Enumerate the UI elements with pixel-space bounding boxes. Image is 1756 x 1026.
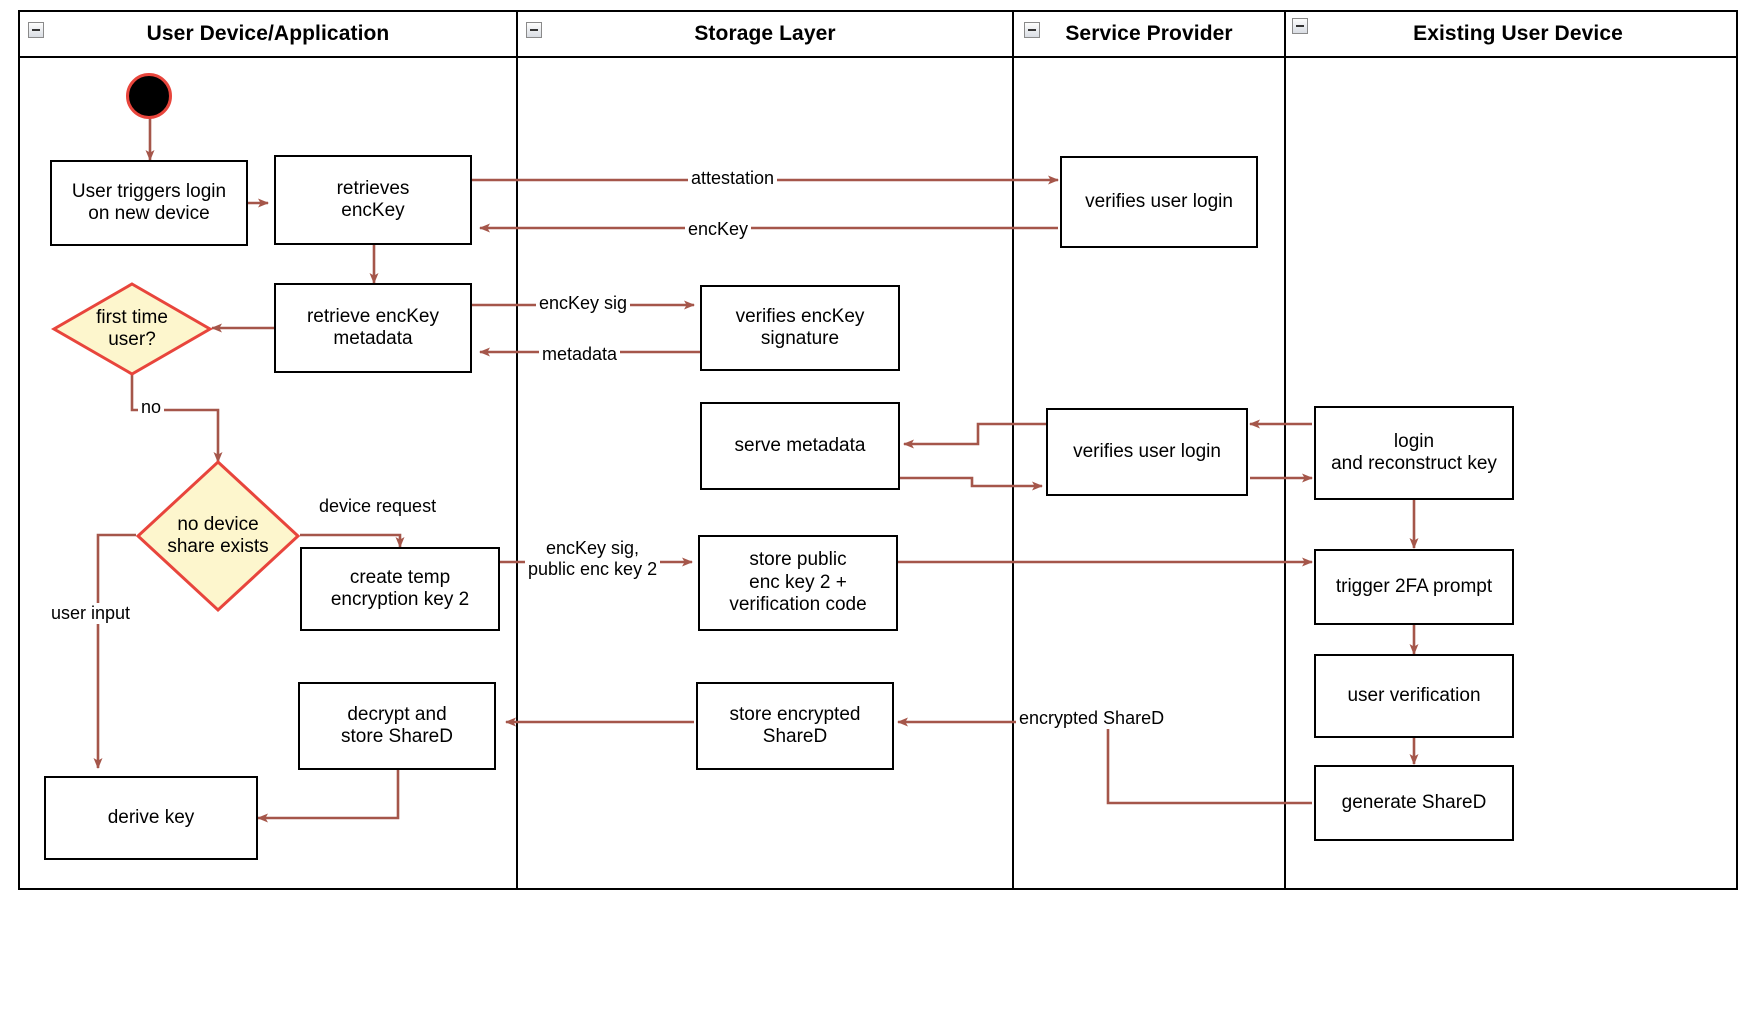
- node-trigger-2fa-prompt[interactable]: trigger 2FA prompt: [1314, 549, 1514, 625]
- lane-title-existing-user-device: Existing User Device: [1413, 22, 1623, 45]
- edge-label-attestation: attestation: [688, 168, 778, 189]
- node-verifies-user-login-1[interactable]: verifies user login: [1060, 156, 1258, 248]
- lane-header-existing-user-device[interactable]: Existing User Device: [1286, 12, 1736, 56]
- diamond-shape: [135, 459, 301, 613]
- edge-label-encrypted-shared: encrypted ShareD: [1016, 708, 1168, 729]
- node-store-encrypted-shared[interactable]: store encrypted ShareD: [696, 682, 894, 770]
- node-user-triggers-login[interactable]: User triggers login on new device: [50, 160, 248, 246]
- node-derive-key[interactable]: derive key: [44, 776, 258, 860]
- node-user-verification[interactable]: user verification: [1314, 654, 1514, 738]
- lane-title-user-device-application: User Device/Application: [146, 22, 390, 45]
- node-generate-shared[interactable]: generate ShareD: [1314, 765, 1514, 841]
- decision-no-device-share-exists[interactable]: no device share exists: [135, 459, 301, 613]
- edge-label-enckey-sig-public-enc-key-2: encKey sig, public enc key 2: [525, 538, 661, 580]
- collapse-minus-icon[interactable]: [526, 22, 542, 38]
- decision-label-no-device-share-exists: no device share exists: [167, 513, 269, 557]
- collapse-minus-icon[interactable]: [28, 22, 44, 38]
- lane-header-user-device-application[interactable]: User Device/Application: [20, 12, 518, 56]
- node-login-and-reconstruct-key[interactable]: login and reconstruct key: [1314, 406, 1514, 500]
- edge-label-device-request: device request: [319, 496, 437, 516]
- edge-label-metadata: metadata: [539, 344, 621, 365]
- edge-label-no: no: [138, 397, 165, 418]
- node-create-temp-encryption-key-2[interactable]: create temp encryption key 2: [300, 547, 500, 631]
- start-node: [126, 73, 172, 119]
- lane-title-storage-layer: Storage Layer: [694, 22, 836, 45]
- node-verifies-enckey-signature[interactable]: verifies encKey signature: [700, 285, 900, 371]
- edge-label-enckey: encKey: [685, 219, 752, 240]
- lane-header-service-provider[interactable]: Service Provider: [1014, 12, 1286, 56]
- lane-title-service-provider: Service Provider: [1065, 22, 1233, 45]
- node-decrypt-and-store-shared[interactable]: decrypt and store ShareD: [298, 682, 496, 770]
- diamond-shape: [50, 282, 214, 376]
- edge-label-user-input: user input: [48, 603, 134, 624]
- collapse-minus-icon[interactable]: [1024, 22, 1040, 38]
- decision-label-first-time-user: first time user?: [96, 306, 168, 350]
- decision-first-time-user[interactable]: first time user?: [50, 282, 214, 376]
- node-retrieve-enckey-metadata[interactable]: retrieve encKey metadata: [274, 283, 472, 373]
- node-store-public-enc-key-2[interactable]: store public enc key 2 + verification co…: [698, 535, 898, 631]
- node-verifies-user-login-2[interactable]: verifies user login: [1046, 408, 1248, 496]
- lane-header-storage-layer[interactable]: Storage Layer: [518, 12, 1014, 56]
- edge-label-enckey-sig: encKey sig: [536, 293, 631, 314]
- node-serve-metadata[interactable]: serve metadata: [700, 402, 900, 490]
- collapse-minus-icon[interactable]: [1292, 18, 1308, 34]
- node-retrieves-enckey[interactable]: retrieves encKey: [274, 155, 472, 245]
- lane-header-divider: [18, 56, 1738, 58]
